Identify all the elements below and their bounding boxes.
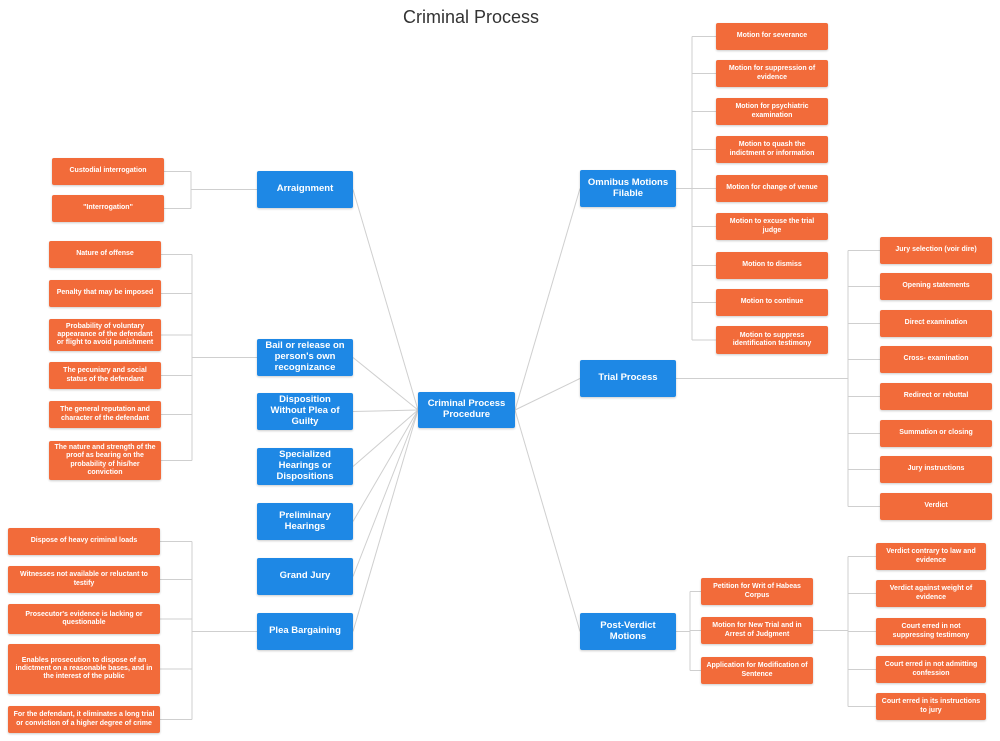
leaf-motion-excuse-judge[interactable]: Motion to excuse the trial judge — [716, 213, 828, 240]
branch-plea-bargaining[interactable]: Plea Bargaining — [257, 613, 353, 650]
branch-trial-process[interactable]: Trial Process — [580, 360, 676, 397]
leaf-strength-of-proof[interactable]: The nature and strength of the proof as … — [49, 441, 161, 480]
leaf-pecuniary-status[interactable]: The pecuniary and social status of the d… — [49, 362, 161, 389]
leaf-cross-examination[interactable]: Cross- examination — [880, 346, 992, 373]
leaf-motion-suppression-evidence[interactable]: Motion for suppression of evidence — [716, 60, 828, 87]
connector-center-right — [514, 409, 581, 632]
leaf-verdict-contrary-law[interactable]: Verdict contrary to law and evidence — [876, 543, 986, 570]
leaf-evidence-lacking[interactable]: Prosecutor's evidence is lacking or ques… — [8, 604, 160, 634]
connector-center-right — [514, 188, 581, 411]
branch-bail[interactable]: Bail or release on person's own recogniz… — [257, 339, 353, 376]
leaf-interrogation[interactable]: "Interrogation" — [52, 195, 164, 222]
branch-disposition[interactable]: Disposition Without Plea of Guilty — [257, 393, 353, 430]
leaf-witnesses-not-available[interactable]: Witnesses not available or reluctant to … — [8, 566, 160, 593]
branch-post-verdict-motions[interactable]: Post-Verdict Motions — [580, 613, 676, 650]
branch-omnibus-motions[interactable]: Omnibus Motions Filable — [580, 170, 676, 207]
leaf-court-erred-suppressing[interactable]: Court erred in not suppressing testimony — [876, 618, 986, 645]
leaf-penalty[interactable]: Penalty that may be imposed — [49, 280, 161, 307]
leaf-for-the-defendant[interactable]: For the defendant, it eliminates a long … — [8, 706, 160, 733]
branch-arraignment[interactable]: Arraignment — [257, 171, 353, 208]
connector-center-left — [352, 409, 419, 577]
leaf-verdict-against-weight[interactable]: Verdict against weight of evidence — [876, 580, 986, 607]
leaf-jury-selection[interactable]: Jury selection (voir dire) — [880, 237, 992, 264]
leaf-jury-instructions[interactable]: Jury instructions — [880, 456, 992, 483]
leaf-nature-of-offense[interactable]: Nature of offense — [49, 241, 161, 268]
center-node[interactable]: Criminal Process Procedure — [418, 392, 515, 428]
diagram-title: Criminal Process — [402, 7, 540, 27]
leaf-court-erred-admitting[interactable]: Court erred in not admitting confession — [876, 656, 986, 683]
leaf-general-reputation[interactable]: The general reputation and character of … — [49, 401, 161, 428]
connector-center-left — [352, 409, 419, 632]
leaf-dispose-heavy-loads[interactable]: Dispose of heavy criminal loads — [8, 528, 160, 555]
branch-grand-jury[interactable]: Grand Jury — [257, 558, 353, 595]
leaf-motion-severance[interactable]: Motion for severance — [716, 23, 828, 50]
leaf-motion-quash[interactable]: Motion to quash the indictment or inform… — [716, 136, 828, 163]
branch-preliminary-hearings[interactable]: Preliminary Hearings — [257, 503, 353, 540]
branch-specialized-hearings[interactable]: Specialized Hearings or Dispositions — [257, 448, 353, 485]
connector-center-left — [352, 189, 419, 411]
connector-center-left — [352, 409, 419, 412]
leaf-custodial-interrogation[interactable]: Custodial interrogation — [52, 158, 164, 185]
leaf-direct-examination[interactable]: Direct examination — [880, 310, 992, 337]
leaf-opening-statements[interactable]: Opening statements — [880, 273, 992, 300]
leaf-probability-of-appearance[interactable]: Probability of voluntary appearance of t… — [49, 319, 161, 351]
leaf-verdict[interactable]: Verdict — [880, 493, 992, 520]
leaf-motion-dismiss[interactable]: Motion to dismiss — [716, 252, 828, 279]
leaf-court-erred-instructions[interactable]: Court erred in its instructions to jury — [876, 693, 986, 720]
leaf-motion-new-trial[interactable]: Motion for New Trial and in Arrest of Ju… — [701, 617, 813, 644]
connector-center-left — [352, 409, 419, 522]
leaf-redirect-rebuttal[interactable]: Redirect or rebuttal — [880, 383, 992, 410]
leaf-motion-change-venue[interactable]: Motion for change of venue — [716, 175, 828, 202]
leaf-motion-suppress-identification[interactable]: Motion to suppress identification testim… — [716, 326, 828, 354]
connector-center-left — [352, 357, 419, 411]
leaf-motion-continue[interactable]: Motion to continue — [716, 289, 828, 316]
leaf-petition-habeas-corpus[interactable]: Petition for Writ of Habeas Corpus — [701, 578, 813, 605]
leaf-enables-prosecution[interactable]: Enables prosecution to dispose of an ind… — [8, 644, 160, 694]
leaf-summation-closing[interactable]: Summation or closing — [880, 420, 992, 447]
leaf-motion-psychiatric[interactable]: Motion for psychiatric examination — [716, 98, 828, 125]
connector-center-left — [352, 409, 419, 467]
leaf-modification-sentence[interactable]: Application for Modification of Sentence — [701, 657, 813, 684]
connector-center-right — [514, 378, 581, 411]
